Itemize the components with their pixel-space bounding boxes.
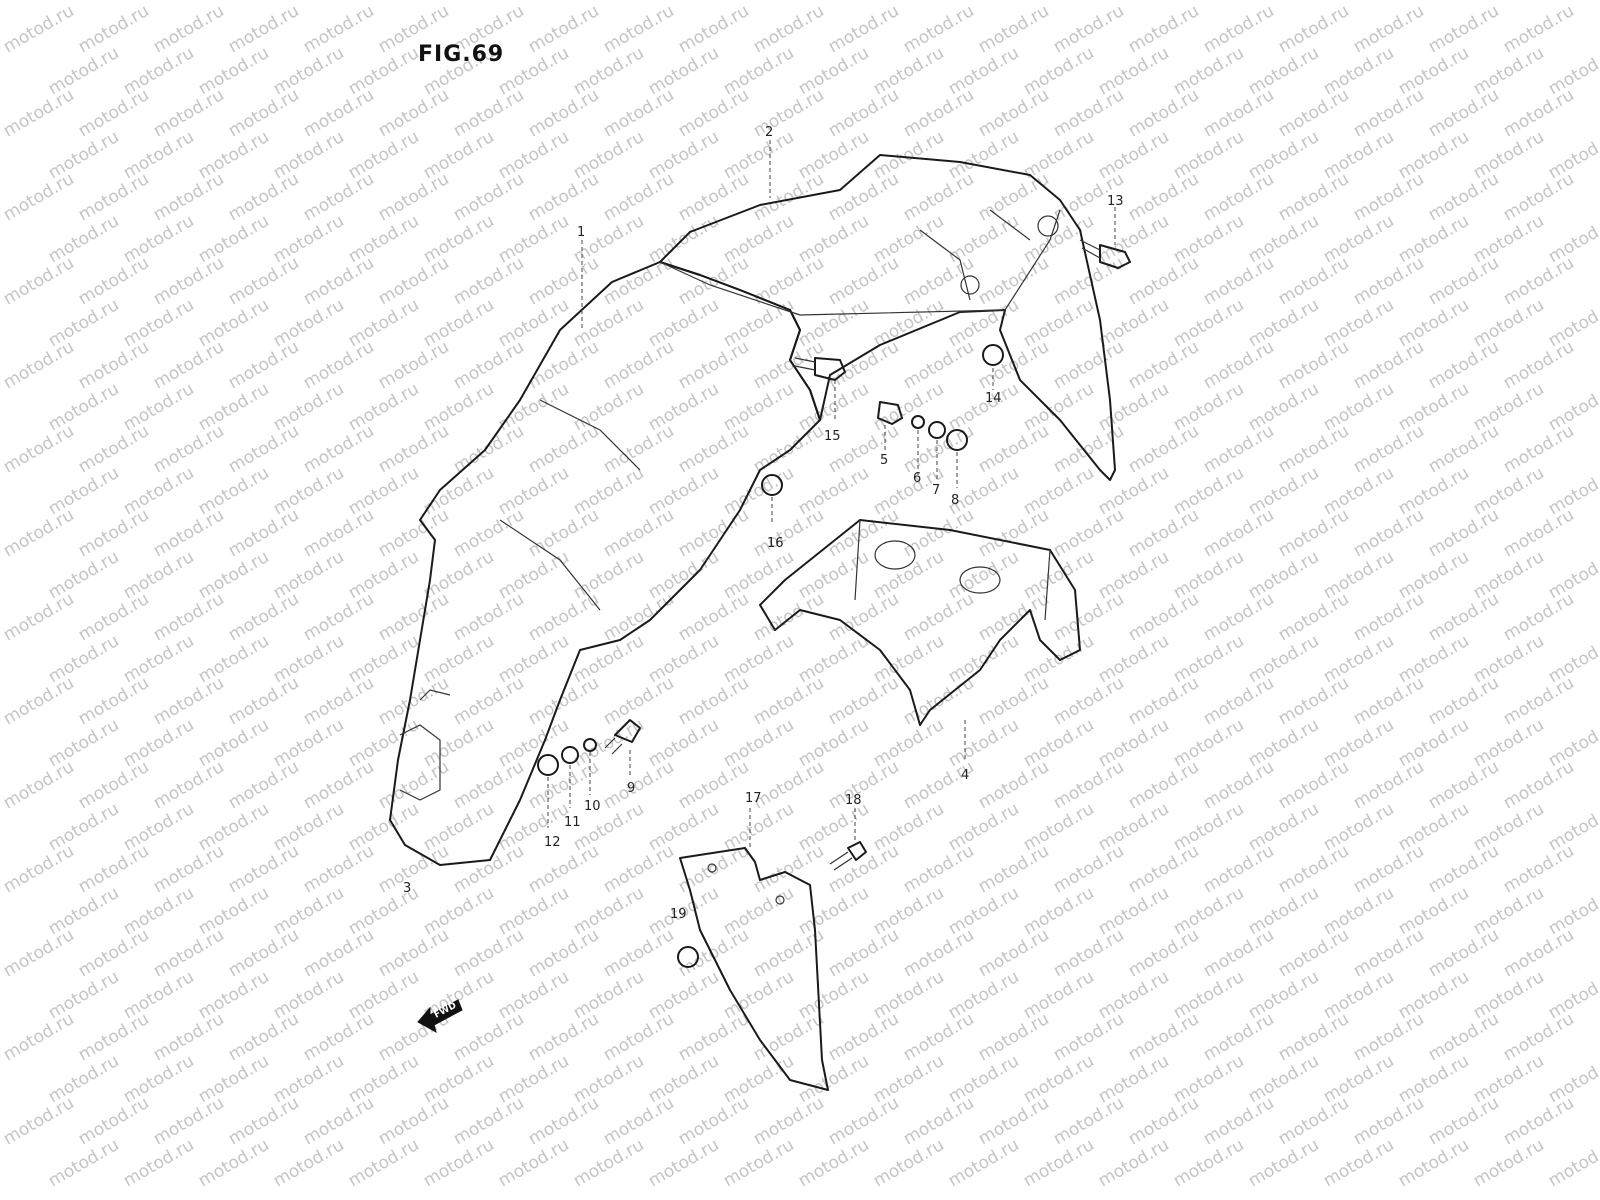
callout-18: 18 <box>845 793 862 808</box>
figure-title: FIG.69 <box>418 42 505 67</box>
callout-19: 19 <box>670 907 687 922</box>
bolt-18 <box>829 841 867 871</box>
part-1-rear-fender <box>389 261 821 866</box>
callout-11: 11 <box>564 815 581 830</box>
washer-6 <box>911 415 925 429</box>
bolt-5 <box>877 401 903 425</box>
part-2-tail-housing <box>659 154 1116 481</box>
washer-8 <box>946 429 968 451</box>
callout-4: 4 <box>961 768 969 783</box>
callout-1: 1 <box>577 225 585 240</box>
callout-16: 16 <box>767 536 784 551</box>
washer-7 <box>928 421 946 439</box>
washer-11 <box>561 746 579 764</box>
leader-lines <box>547 140 1116 848</box>
bolt-9 <box>604 719 641 755</box>
callout-6: 6 <box>913 471 921 486</box>
nut-16 <box>761 474 783 496</box>
nut-19 <box>677 946 699 968</box>
callout-8: 8 <box>951 493 959 508</box>
part-17-mud-flap <box>679 847 829 1091</box>
callout-9: 9 <box>627 781 635 796</box>
callout-labels: 1 2 3 4 5 6 7 8 9 10 11 12 13 14 15 16 1… <box>403 125 1124 922</box>
callout-7: 7 <box>932 483 940 498</box>
part-4-license-bracket <box>759 519 1081 726</box>
bolt-15 <box>794 357 846 381</box>
bolt-13 <box>1079 239 1131 269</box>
callout-2: 2 <box>765 125 773 140</box>
callout-10: 10 <box>584 799 601 814</box>
callout-5: 5 <box>880 453 888 468</box>
callout-15: 15 <box>824 429 841 444</box>
callout-17: 17 <box>745 791 762 806</box>
fwd-arrow-icon: FWD <box>417 999 463 1034</box>
nut-14 <box>982 344 1004 366</box>
washer-12 <box>537 754 559 776</box>
callout-14: 14 <box>985 391 1002 406</box>
washer-10 <box>583 738 597 752</box>
callout-12: 12 <box>544 835 561 850</box>
callout-3: 3 <box>403 881 411 896</box>
callout-13: 13 <box>1107 194 1124 209</box>
